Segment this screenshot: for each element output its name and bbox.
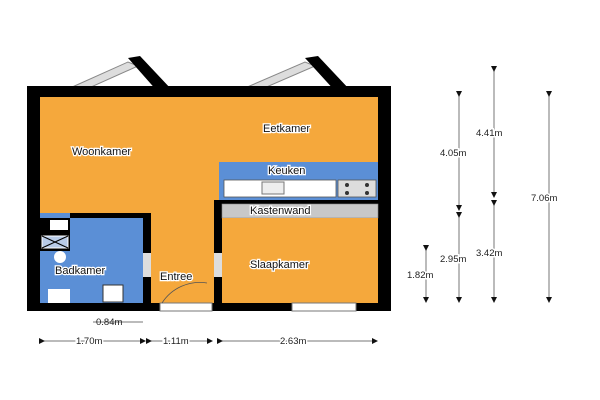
dimension-1-70: 1.70m	[39, 335, 146, 349]
dimension-1-82: 1.82m	[406, 245, 435, 303]
svg-text:7.06m: 7.06m	[531, 193, 557, 204]
entrance-door[interactable]	[159, 302, 213, 312]
label-badkamer: Badkamer	[55, 265, 105, 277]
dimension-2-95: 2.95m	[439, 212, 468, 303]
label-eetkamer: Eetkamer	[263, 123, 310, 135]
label-kastenwand: Kastenwand	[250, 205, 311, 217]
toilet-box	[40, 218, 70, 251]
svg-text:3.42m: 3.42m	[476, 248, 502, 259]
svg-text:0.84m: 0.84m	[96, 317, 122, 328]
dimension-1-11: 1.11m	[146, 335, 213, 349]
label-keuken: Keuken	[268, 165, 305, 177]
stove-icon	[337, 179, 377, 198]
svg-text:1.11m: 1.11m	[163, 336, 189, 347]
wall	[214, 200, 378, 204]
svg-text:2.63m: 2.63m	[280, 336, 306, 347]
dimension-0-84: 0.84m	[93, 317, 143, 328]
svg-text:4.41m: 4.41m	[476, 128, 502, 139]
svg-text:2.95m: 2.95m	[440, 254, 466, 265]
badkamer-door[interactable]	[143, 253, 151, 277]
dimension-7-06: 7.06m	[530, 91, 559, 303]
dimension-4-05: 4.05m	[439, 91, 468, 211]
slaapkamer-area	[222, 218, 378, 303]
dimension-4-41: 4.41m	[475, 66, 504, 198]
dimension-2-63: 2.63m	[217, 335, 378, 349]
svg-text:4.05m: 4.05m	[440, 148, 466, 159]
label-entree: Entree	[160, 271, 192, 283]
wall-gap	[40, 213, 70, 218]
svg-text:1.70m: 1.70m	[76, 336, 102, 347]
slaapkamer-window	[291, 302, 357, 312]
svg-text:1.82m: 1.82m	[407, 270, 433, 281]
slaapkamer-door[interactable]	[214, 253, 222, 277]
toilet-icon	[54, 251, 66, 263]
label-slaapkamer: Slaapkamer	[250, 259, 309, 271]
washbasin-icon	[48, 289, 70, 303]
dimension-3-42: 3.42m	[475, 200, 504, 303]
shower-icon	[102, 284, 124, 303]
sink-icon	[261, 181, 285, 195]
label-woonkamer: Woonkamer	[72, 146, 131, 158]
